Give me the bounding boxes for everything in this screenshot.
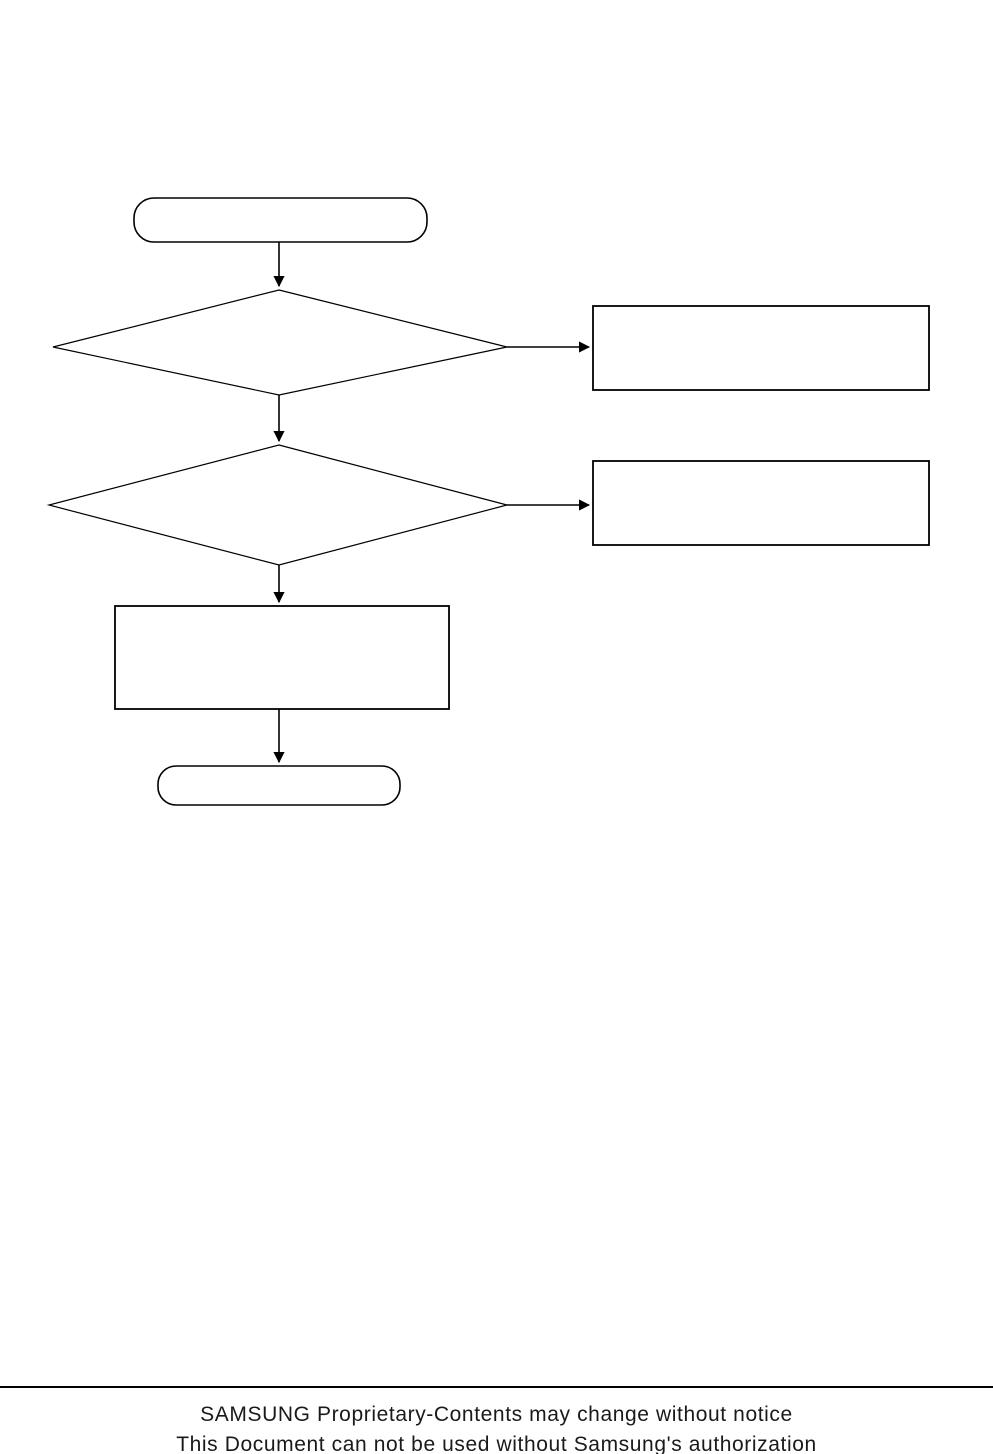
footer-line-1: SAMSUNG Proprietary-Contents may change … [200,1403,793,1426]
footer-divider [0,1386,993,1388]
node-decision-2[interactable] [46,444,510,566]
node-outcome-2[interactable] [592,460,930,546]
decision-1-shape[interactable] [52,289,508,396]
flowchart-canvas [46,197,930,806]
outcome-2-shape[interactable] [592,460,930,546]
footer-line-2: This Document can not be used without Sa… [176,1433,817,1454]
node-end[interactable] [157,765,401,806]
start-terminator-shape[interactable] [133,197,428,243]
decision-2-shape[interactable] [46,444,510,566]
end-terminator-shape[interactable] [157,765,401,806]
outcome-1-shape[interactable] [592,305,930,391]
node-action[interactable] [114,605,450,710]
action-shape[interactable] [114,605,450,710]
flowchart-svg [46,197,930,806]
node-decision-1[interactable] [52,289,508,396]
node-start[interactable] [133,197,428,243]
footer-text: SAMSUNG Proprietary-Contents may change … [0,1400,993,1454]
node-outcome-1[interactable] [592,305,930,391]
page-footer: SAMSUNG Proprietary-Contents may change … [0,1386,993,1454]
